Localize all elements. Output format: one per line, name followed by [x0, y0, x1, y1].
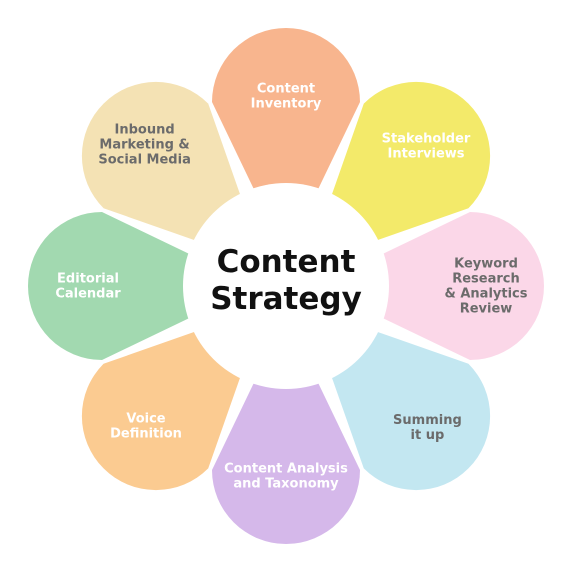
- petal-shape-0: [212, 28, 360, 256]
- petal-label-4-line-0: Content Analysis: [224, 462, 348, 477]
- petal-4: [212, 316, 360, 544]
- petal-label-2-line-1: Research: [452, 272, 520, 287]
- petal-label-0-line-1: Inventory: [251, 97, 322, 112]
- petal-label-5-line-0: Voice: [126, 412, 165, 427]
- petal-2: [316, 212, 544, 360]
- petal-label-3-line-1: it up: [411, 428, 445, 443]
- petal-label-7-line-1: Marketing &: [99, 138, 189, 153]
- petal-label-4-line-1: and Taxonomy: [233, 477, 339, 492]
- petal-label-6-line-1: Calendar: [55, 287, 121, 302]
- petal-label-5-line-1: Definition: [110, 427, 182, 442]
- petal-0: [212, 28, 360, 256]
- petal-6: [28, 212, 256, 360]
- petal-shape-6: [28, 212, 256, 360]
- center-title-line2: Strategy: [210, 281, 362, 317]
- petal-label-3-line-0: Summing: [393, 413, 462, 428]
- petal-label-7-line-0: Inbound: [115, 123, 175, 138]
- center-title-line1: Content: [217, 244, 356, 280]
- petal-label-2-line-0: Keyword: [454, 257, 518, 272]
- petal-label-1-line-1: Interviews: [387, 147, 464, 162]
- petal-label-0-line-0: Content: [257, 82, 315, 97]
- petal-shape-2: [316, 212, 544, 360]
- petal-label-7-line-2: Social Media: [98, 153, 191, 168]
- petal-label-2-line-3: Review: [460, 302, 513, 317]
- petal-label-6-line-0: Editorial: [57, 272, 119, 287]
- petal-shape-4: [212, 316, 360, 544]
- petal-label-2-line-2: & Analytics: [445, 287, 528, 302]
- petal-label-1-line-0: Stakeholder: [382, 132, 471, 147]
- center-circle: [183, 183, 389, 389]
